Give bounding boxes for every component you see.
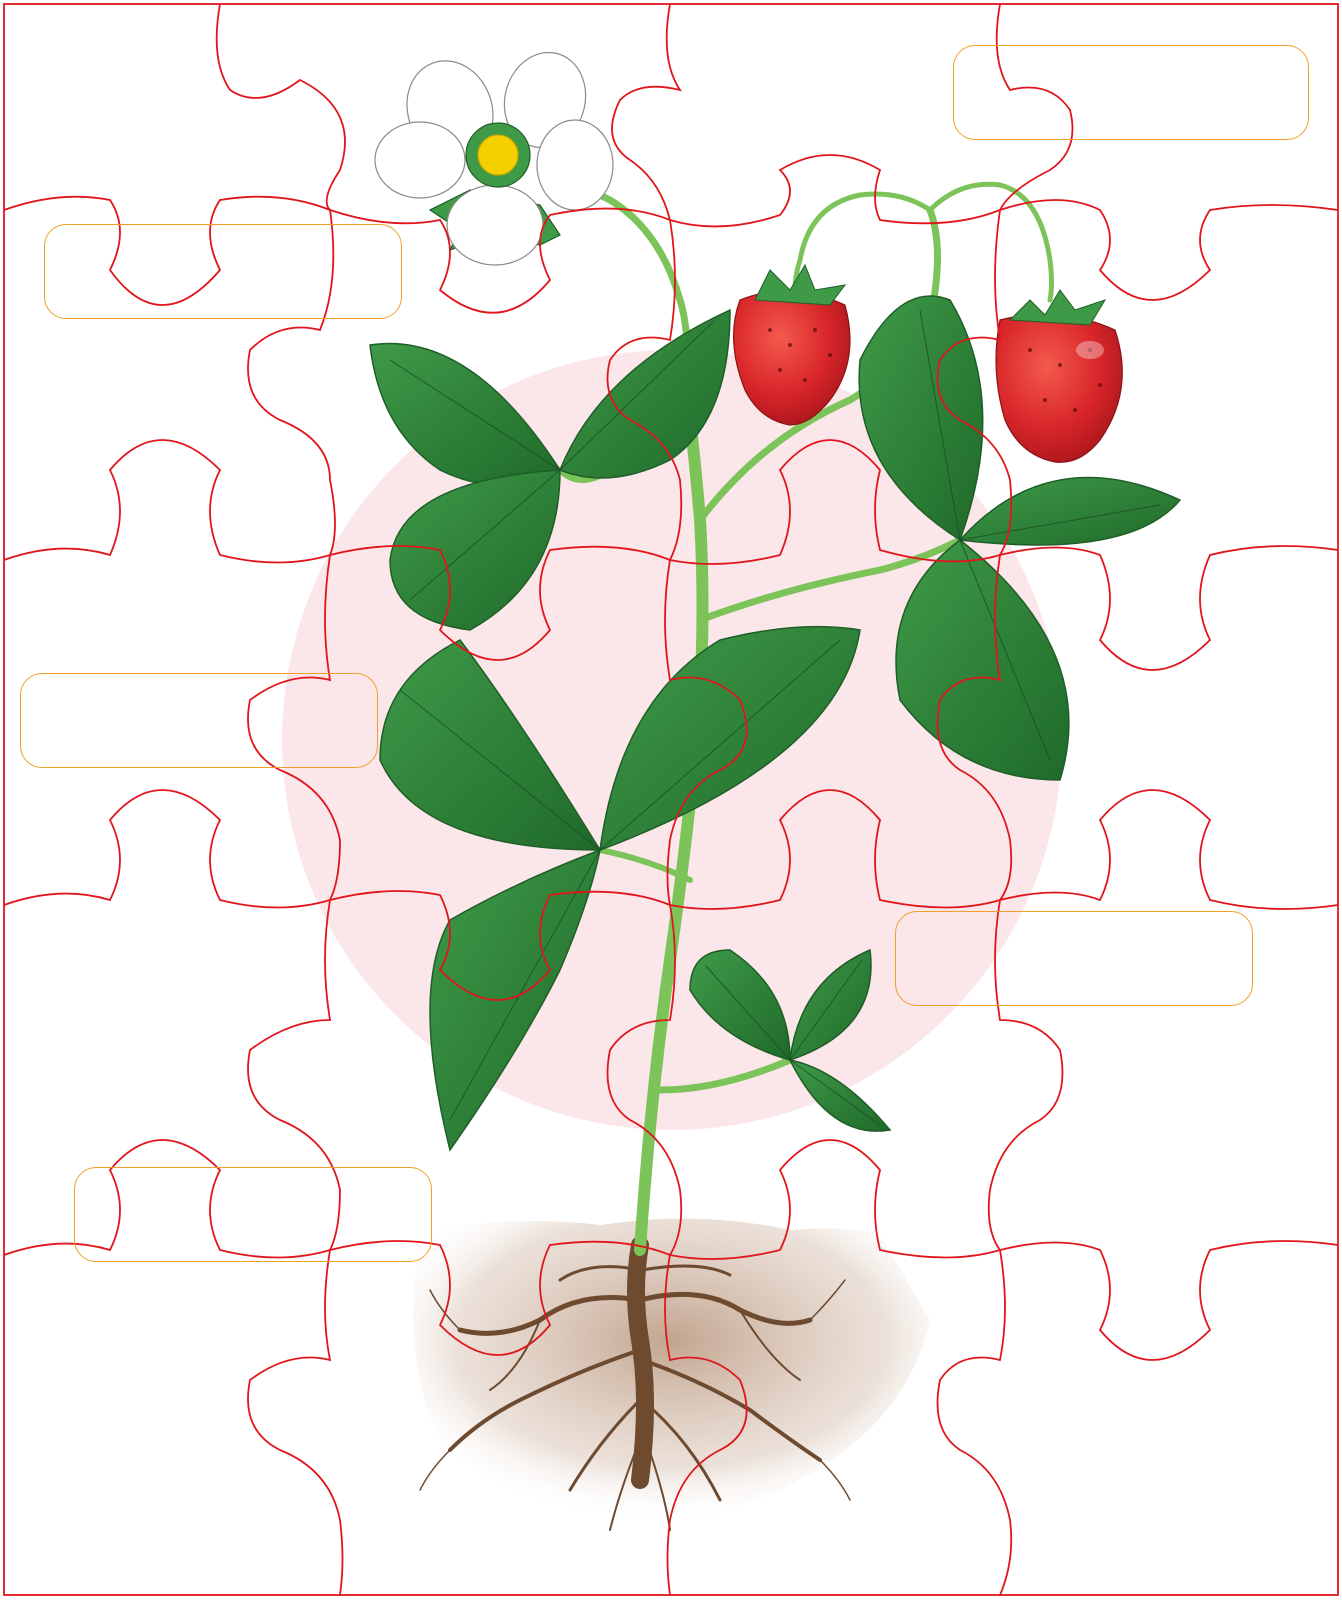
strawberry-cap — [755, 265, 845, 305]
label-box-leaf[interactable] — [20, 673, 378, 768]
label-box-stem[interactable] — [895, 911, 1253, 1006]
flower-petal — [375, 122, 465, 198]
strawberry-fruit — [996, 314, 1122, 462]
label-box-flower[interactable] — [953, 45, 1309, 140]
flower — [375, 43, 613, 265]
flower-center — [478, 135, 518, 175]
strawberry-cap — [1010, 290, 1105, 325]
flower-petal — [447, 185, 543, 265]
leaf — [960, 478, 1180, 546]
flower-petal — [537, 120, 613, 210]
label-box-root[interactable] — [74, 1167, 432, 1262]
label-box-fruit[interactable] — [44, 224, 402, 319]
